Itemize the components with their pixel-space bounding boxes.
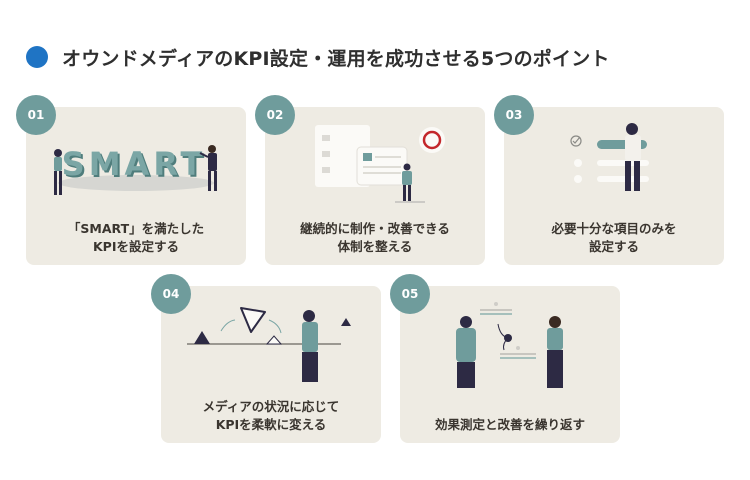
exchange-illustration-icon	[456, 302, 563, 388]
number-badge: 05	[390, 274, 430, 314]
title-bullet-icon	[26, 46, 48, 68]
page-title: オウンドメディアのKPI設定・運用を成功させる5つのポイント	[62, 47, 610, 70]
card-caption: 効果測定と改善を繰り返す	[434, 417, 585, 432]
point-card-4: 04 メディアの状況に応じて KPIを柔軟に変える	[151, 274, 381, 443]
number-badge: 03	[494, 95, 534, 135]
title-row: オウンドメディアのKPI設定・運用を成功させる5つのポイント	[26, 44, 610, 70]
point-card-1: 01 SMART SMART 「SMART」を満たした KPIを設定する	[16, 95, 246, 265]
svg-text:SMART: SMART	[62, 145, 207, 183]
card-caption-line2: 設定する	[588, 239, 639, 254]
shapes-illustration-icon	[187, 307, 351, 382]
documents-illustration-icon	[315, 125, 445, 203]
card-caption-line1: メディアの状況に応じて	[202, 399, 340, 414]
point-card-2: 02 継続的に制作・改善できる 体制を整える	[255, 95, 485, 265]
card-caption-line1: 「SMART」を満たした	[67, 221, 205, 236]
point-card-5: 05 効果測定と改善を繰り返す	[390, 274, 620, 443]
number-badge: 04	[151, 274, 191, 314]
checklist-illustration-icon	[570, 123, 649, 191]
card-caption-line1: 継続的に制作・改善できる	[300, 221, 450, 236]
smart-illustration-icon: SMART SMART	[54, 145, 217, 195]
point-card-3: 03 必要十分な項目のみを 設定する	[494, 95, 724, 265]
card-caption-line2: KPIを柔軟に変える	[215, 417, 327, 432]
svg-text:SMART: SMART	[64, 147, 209, 185]
card-caption-line1: 必要十分な項目のみを	[551, 221, 677, 236]
number-badge: 02	[255, 95, 295, 135]
number-badge: 01	[16, 95, 56, 135]
card-caption-line2: 体制を整える	[337, 239, 413, 254]
card-caption-line2: KPIを設定する	[93, 239, 179, 254]
